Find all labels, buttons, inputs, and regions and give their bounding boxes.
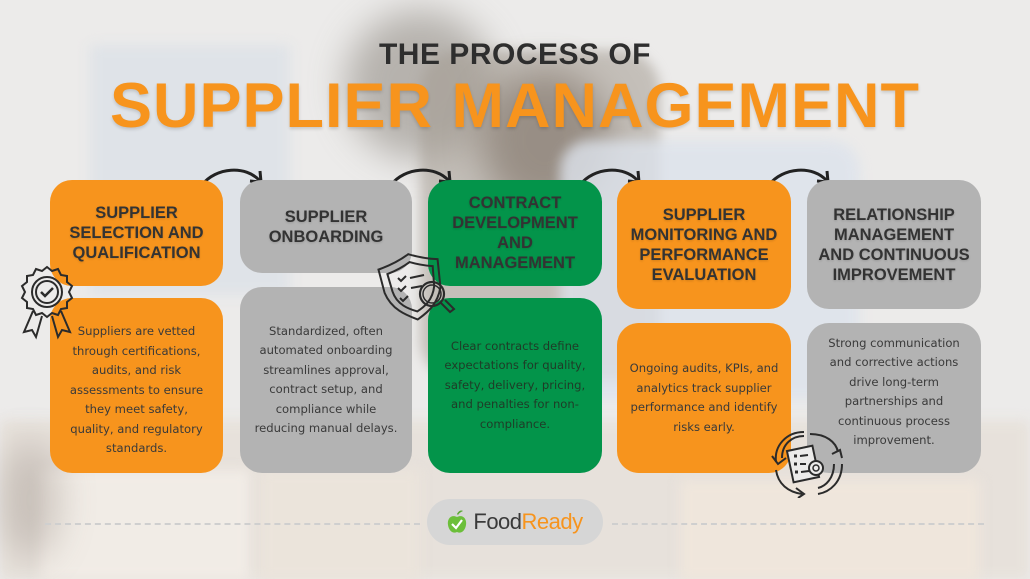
logo-text-food: Food bbox=[473, 509, 522, 534]
step-5-heading-card: RELATIONSHIP MANAGEMENT AND CONTINUOUS I… bbox=[807, 180, 981, 309]
step-2-description-card: Standardized, often automated onboarding… bbox=[240, 287, 412, 473]
apple-check-icon bbox=[448, 510, 467, 533]
divider-right bbox=[612, 523, 984, 525]
award-badge-icon bbox=[20, 265, 74, 340]
step-3-heading-card: CONTRACT DEVELOPMENT AND MANAGEMENT bbox=[428, 180, 602, 286]
step-4-heading-card: SUPPLIER MONITORING AND PERFORMANCE EVAL… bbox=[617, 180, 791, 309]
step-2-description: Standardized, often automated onboarding… bbox=[254, 323, 398, 436]
step-3-heading: CONTRACT DEVELOPMENT AND MANAGEMENT bbox=[452, 194, 578, 272]
title-line-1: THE PROCESS OF bbox=[378, 38, 652, 71]
step-4-heading: SUPPLIER MONITORING AND PERFORMANCE EVAL… bbox=[630, 205, 778, 284]
step-1-description-card: Suppliers are vetted through certificati… bbox=[50, 298, 223, 473]
step-3-description: Clear contracts define expectations for … bbox=[444, 338, 586, 431]
step-1-heading: SUPPLIER SELECTION AND QUALIFICATION bbox=[69, 204, 204, 262]
title-line-2: SUPPLIER MANAGEMENT bbox=[109, 71, 921, 141]
step-2-heading: SUPPLIER ONBOARDING bbox=[268, 207, 384, 246]
step-5-heading: RELATIONSHIP MANAGEMENT AND CONTINUOUS I… bbox=[818, 205, 970, 284]
logo-text-ready: Ready bbox=[521, 509, 584, 534]
step-4-description: Ongoing audits, KPIs, and analytics trac… bbox=[629, 361, 779, 434]
step-1-description: Suppliers are vetted through certificati… bbox=[69, 324, 204, 456]
step-1-heading-card: SUPPLIER SELECTION AND QUALIFICATION bbox=[50, 180, 223, 286]
step-3-description-card: Clear contracts define expectations for … bbox=[428, 298, 602, 473]
divider-left bbox=[45, 523, 420, 525]
cycle-document-gear-icon bbox=[771, 431, 843, 498]
step-2-heading-card: SUPPLIER ONBOARDING bbox=[240, 180, 412, 273]
step-4-description-card: Ongoing audits, KPIs, and analytics trac… bbox=[617, 323, 791, 473]
shield-checklist-magnifier-icon bbox=[377, 253, 456, 321]
step-5-description: Strong communication and corrective acti… bbox=[828, 335, 960, 448]
